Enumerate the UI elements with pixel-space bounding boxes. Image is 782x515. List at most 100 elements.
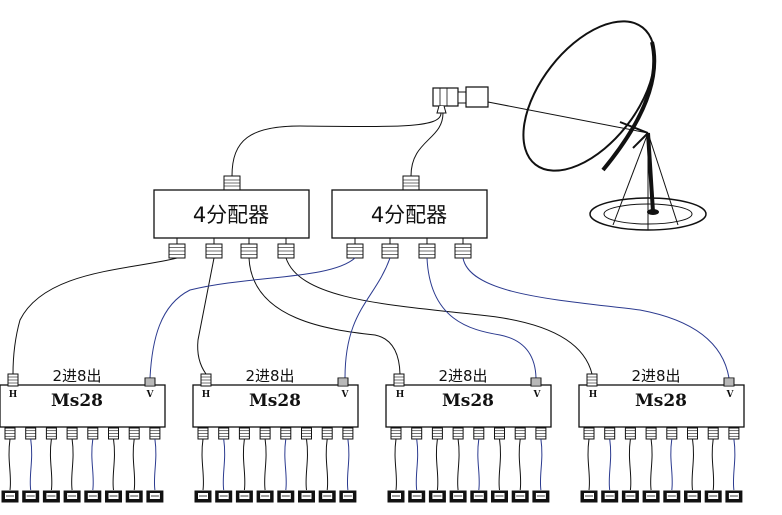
splitter-label: 4分配器 bbox=[193, 203, 269, 227]
receiver-box bbox=[22, 490, 40, 503]
output-port bbox=[280, 427, 292, 440]
h-input-label: H bbox=[9, 390, 18, 400]
v-input-port bbox=[337, 377, 349, 387]
output-port bbox=[218, 427, 230, 440]
output-port bbox=[452, 427, 464, 440]
multiswitch-model: Ms28 bbox=[635, 391, 687, 411]
h-input-port bbox=[7, 373, 19, 387]
receiver-box bbox=[298, 490, 315, 503]
v-input-label: V bbox=[146, 390, 155, 400]
output-cable bbox=[242, 438, 246, 491]
receiver-box bbox=[235, 490, 253, 503]
output-port bbox=[604, 427, 616, 440]
output-port bbox=[259, 427, 271, 440]
output-port bbox=[149, 427, 161, 440]
receiver-box bbox=[256, 490, 274, 503]
receiver-box bbox=[63, 490, 81, 503]
output-port bbox=[411, 427, 423, 440]
output-cable bbox=[518, 438, 522, 491]
receiver-box bbox=[194, 490, 212, 503]
v-input-port bbox=[530, 377, 542, 387]
output-cable bbox=[305, 438, 308, 491]
cable-v-ms1 bbox=[149, 257, 356, 379]
output-cable bbox=[153, 438, 157, 491]
output-port bbox=[25, 427, 37, 440]
receiver-box bbox=[725, 490, 743, 503]
output-cable bbox=[608, 438, 612, 491]
multiswitch-4 bbox=[578, 373, 745, 503]
cable-h-ms1 bbox=[12, 257, 178, 375]
lnb bbox=[432, 86, 489, 114]
output-cable bbox=[435, 438, 439, 491]
output-cable bbox=[477, 438, 480, 491]
splitter-ports bbox=[168, 238, 472, 259]
output-port bbox=[108, 427, 119, 440]
multiswitch-3 bbox=[385, 373, 552, 503]
output-port bbox=[4, 427, 16, 440]
output-port bbox=[66, 427, 78, 440]
multiswitch-model: Ms28 bbox=[442, 391, 494, 411]
receiver-box bbox=[339, 490, 357, 503]
splitter-output-port bbox=[168, 243, 186, 259]
receiver-box bbox=[642, 490, 660, 503]
receiver-box bbox=[215, 490, 233, 503]
cable-lnb-splitter-2 bbox=[410, 112, 444, 177]
multiswitch-1 bbox=[0, 373, 166, 503]
output-cable bbox=[394, 438, 397, 491]
output-port bbox=[128, 427, 140, 440]
output-cable bbox=[49, 438, 53, 491]
v-input-port bbox=[144, 377, 156, 387]
multiswitch-model: Ms28 bbox=[249, 391, 301, 411]
v-input-port bbox=[723, 377, 735, 387]
output-cable bbox=[346, 438, 350, 491]
splitter-output-port bbox=[277, 243, 295, 259]
splitter-1: 4分配器 bbox=[153, 175, 310, 239]
splitter-output-port bbox=[418, 243, 436, 259]
receiver-box bbox=[277, 490, 295, 503]
h-input-label: H bbox=[396, 390, 405, 400]
output-cable bbox=[650, 438, 653, 491]
multiswitch-io-label: 2进8出 bbox=[245, 367, 294, 385]
receiver-box bbox=[387, 490, 405, 503]
h-input-label: H bbox=[202, 390, 211, 400]
receiver-box bbox=[601, 490, 619, 503]
output-cable bbox=[498, 438, 501, 491]
output-cable bbox=[71, 438, 74, 491]
h-input-label: H bbox=[589, 390, 598, 400]
output-port bbox=[728, 427, 740, 440]
cable-v-ms2 bbox=[344, 257, 391, 379]
output-port bbox=[473, 427, 485, 440]
output-port bbox=[707, 427, 719, 440]
cable-v-ms4 bbox=[462, 257, 730, 379]
output-port bbox=[666, 427, 678, 440]
receiver-box bbox=[532, 490, 550, 503]
output-port bbox=[301, 427, 312, 440]
output-port bbox=[535, 427, 547, 440]
output-port bbox=[342, 427, 354, 440]
output-cable bbox=[457, 438, 460, 491]
output-cable bbox=[415, 438, 419, 491]
cable-v-ms3 bbox=[426, 257, 537, 379]
output-cable bbox=[691, 438, 694, 491]
output-cable bbox=[112, 438, 115, 491]
output-cable bbox=[325, 438, 329, 491]
output-cable bbox=[29, 438, 33, 491]
receiver-box bbox=[146, 490, 164, 503]
receiver-box bbox=[511, 490, 529, 503]
h-input-port bbox=[393, 373, 405, 387]
output-port bbox=[645, 427, 657, 440]
output-port bbox=[390, 427, 402, 440]
receiver-box bbox=[470, 490, 488, 503]
receiver-box bbox=[318, 490, 336, 503]
output-port bbox=[238, 427, 250, 440]
satellite-dish bbox=[487, 20, 707, 231]
multiswitch-io-label: 2进8出 bbox=[52, 367, 101, 385]
receiver-box bbox=[580, 490, 598, 503]
multiswitch-model: Ms28 bbox=[51, 391, 103, 411]
receiver-box bbox=[491, 490, 508, 503]
output-port bbox=[624, 427, 636, 440]
receiver-box bbox=[704, 490, 722, 503]
cable-lnb-splitter-1 bbox=[231, 112, 442, 177]
splitter-output-port bbox=[346, 243, 364, 259]
